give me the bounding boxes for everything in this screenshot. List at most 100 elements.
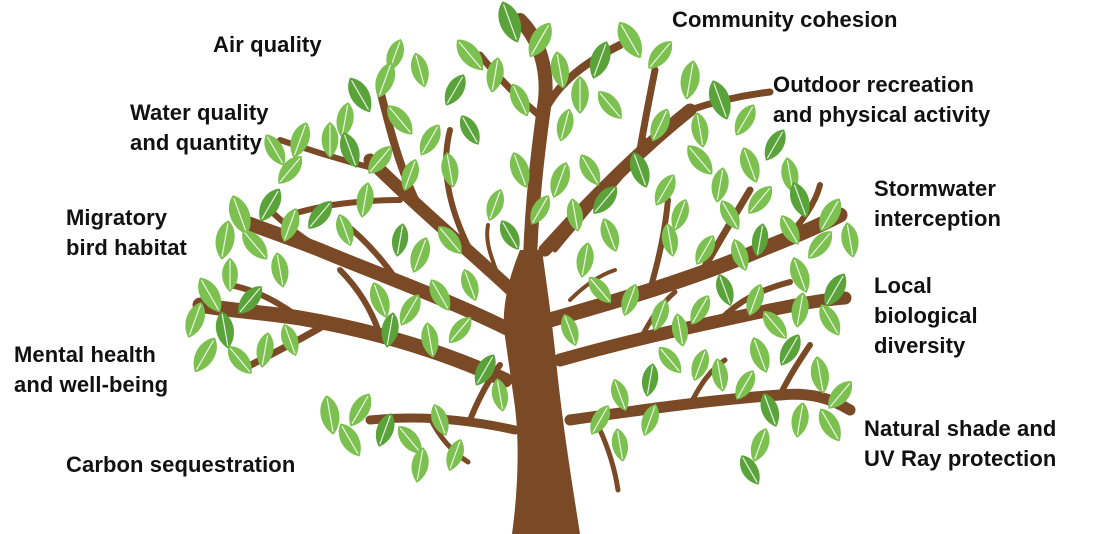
- leaf: [271, 252, 289, 288]
- leaf: [750, 337, 770, 373]
- leaf: [444, 74, 466, 106]
- leaf: [486, 57, 504, 93]
- leaf: [510, 152, 530, 188]
- leaf: [561, 314, 579, 346]
- leaf: [491, 378, 509, 412]
- tree-branch: [233, 213, 517, 337]
- tree-branch: [564, 388, 856, 426]
- tree-branch: [647, 197, 671, 293]
- leaf: [498, 1, 522, 43]
- leaf: [421, 322, 439, 358]
- leaf: [215, 220, 235, 260]
- tree-branch: [485, 223, 502, 282]
- leaf: [691, 112, 709, 148]
- label-local-biological-diversity: Local biological diversity: [874, 273, 978, 358]
- tree-branch: [443, 127, 473, 253]
- leaf: [654, 174, 676, 206]
- label-outdoor-recreation: Outdoor recreation and physical activity: [773, 72, 991, 127]
- leaf: [740, 147, 760, 183]
- leaf: [486, 189, 504, 221]
- leaf: [658, 346, 682, 374]
- label-air-quality: Air quality: [213, 32, 322, 57]
- leaf: [751, 223, 769, 257]
- leaf: [461, 269, 479, 301]
- leaf: [448, 316, 472, 344]
- leaf: [819, 304, 841, 336]
- leaf: [431, 404, 449, 436]
- tree-branch: [696, 186, 754, 279]
- leaf: [617, 21, 642, 59]
- tree-branch: [427, 415, 471, 465]
- leaf: [446, 439, 464, 471]
- leaf: [779, 334, 801, 366]
- leaf: [810, 356, 829, 394]
- leaf: [566, 198, 584, 232]
- label-water-quality: Water quality and quantity: [130, 100, 269, 155]
- leaf: [650, 108, 671, 142]
- leaf: [410, 237, 430, 273]
- leaf: [368, 146, 393, 174]
- leaf: [222, 258, 238, 292]
- leaf: [791, 292, 809, 328]
- leaf: [308, 201, 333, 229]
- leaf: [278, 156, 303, 184]
- leaf: [530, 195, 551, 225]
- tree-branch: [192, 297, 513, 388]
- tree-branch: [597, 427, 621, 493]
- leaf: [336, 102, 354, 138]
- leaf: [711, 167, 729, 203]
- leaf: [588, 276, 612, 304]
- leaf: [238, 286, 263, 314]
- leaf: [280, 208, 300, 242]
- leaf: [349, 393, 372, 427]
- leaf: [760, 393, 780, 427]
- leaf: [828, 381, 853, 409]
- leaf: [198, 277, 222, 313]
- tree-branch: [636, 66, 659, 154]
- leaf: [748, 186, 773, 214]
- leaf: [651, 299, 669, 331]
- leaf: [509, 83, 530, 117]
- leaf: [739, 455, 760, 485]
- leaf: [661, 223, 679, 257]
- leaf: [437, 226, 462, 254]
- tree-branch: [541, 41, 624, 114]
- leaf: [387, 105, 413, 135]
- leaf: [719, 200, 740, 230]
- leaf: [193, 337, 217, 373]
- leaf: [630, 152, 650, 188]
- leaf: [399, 294, 421, 326]
- leaf: [750, 428, 770, 462]
- leaf: [611, 428, 629, 462]
- leaf: [708, 80, 731, 120]
- leaf: [397, 426, 422, 454]
- leaf: [264, 134, 286, 166]
- leaf: [579, 154, 601, 186]
- leaf: [336, 214, 354, 246]
- leaf: [259, 188, 282, 222]
- label-mental-health: Mental health and well-being: [14, 342, 169, 397]
- leaf: [411, 447, 429, 483]
- leaf: [381, 312, 399, 348]
- leaf: [779, 215, 800, 245]
- leaf: [228, 195, 251, 235]
- leaf: [648, 41, 673, 69]
- leaf: [841, 222, 859, 258]
- leaf: [746, 284, 764, 316]
- leaf: [227, 346, 252, 374]
- tree-branch: [553, 291, 852, 367]
- tree-branch: [538, 103, 697, 257]
- leaf: [735, 370, 756, 400]
- leaf: [356, 182, 374, 218]
- leaf: [790, 182, 810, 218]
- tree-branch: [227, 282, 303, 321]
- leaf: [593, 186, 618, 214]
- leaf: [528, 22, 552, 58]
- leaf: [499, 220, 520, 250]
- leaf: [550, 162, 570, 198]
- leaf: [818, 408, 841, 442]
- leaf: [281, 324, 299, 356]
- leaf: [256, 332, 274, 368]
- tree-branch: [337, 267, 383, 338]
